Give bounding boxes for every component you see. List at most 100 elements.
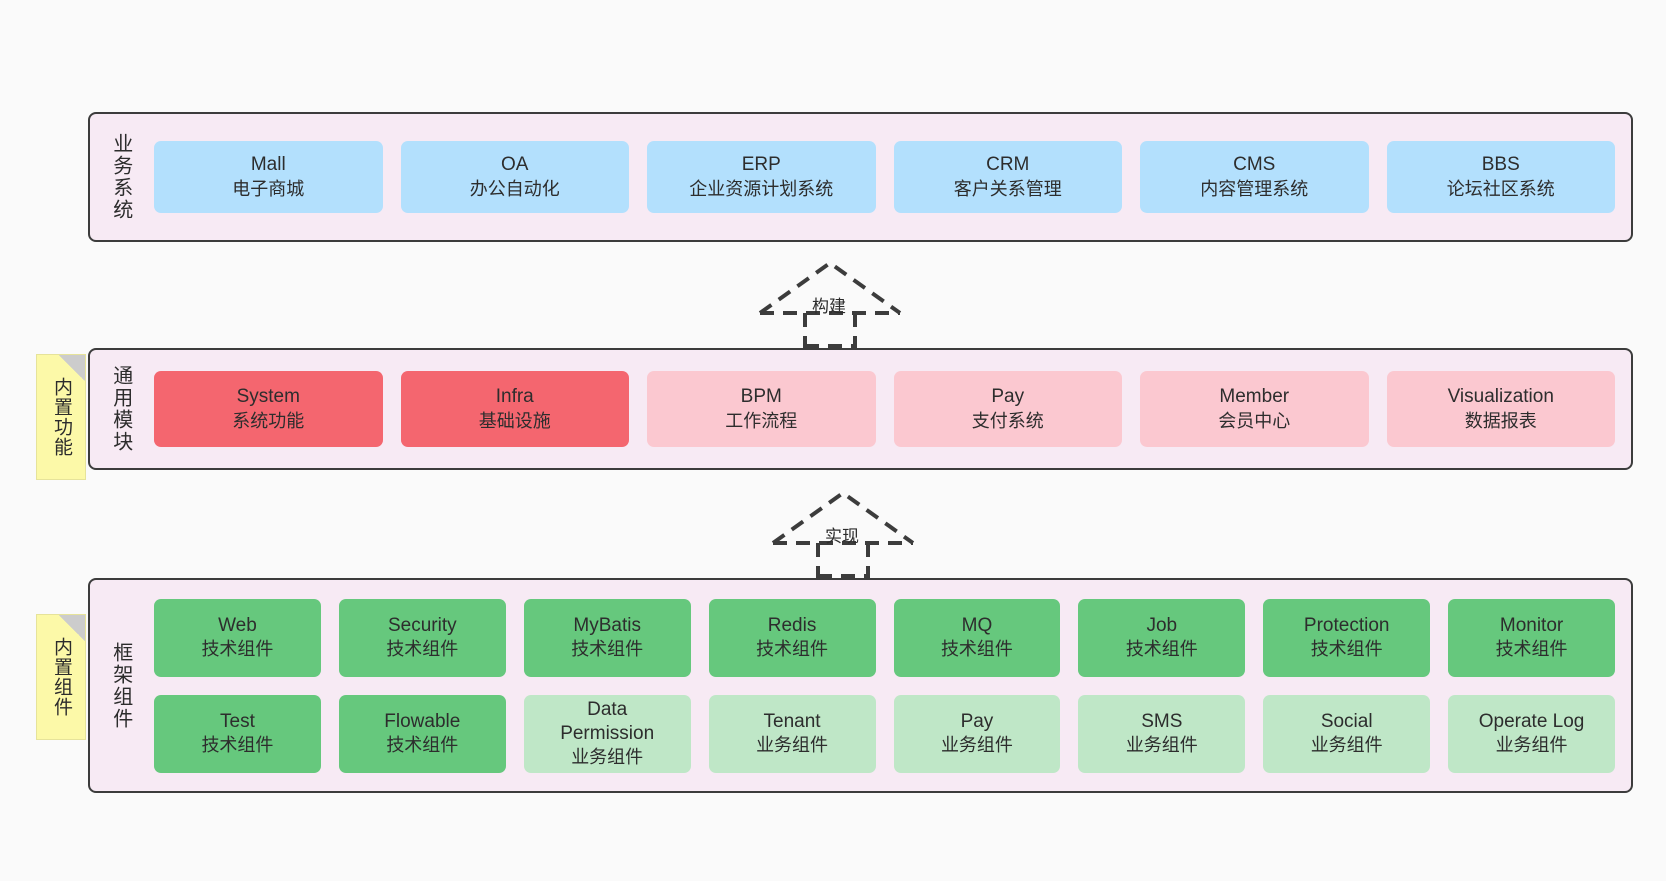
layer-business-system: 业务系统 Mall 电子商城 OA 办公自动化 ERP 企业资源计划系统 CRM… (88, 112, 1633, 242)
node-crm[interactable]: CRM 客户关系管理 (893, 141, 1122, 213)
node-sms-subtitle: 业务组件 (1125, 735, 1198, 756)
node-operate-log-title: Operate Log (1478, 710, 1585, 732)
node-oa-subtitle: 办公自动化 (469, 178, 560, 199)
layer-framework-component-body: Web 技术组件 Security 技术组件 MyBatis 技术组件 Redi… (140, 580, 1631, 791)
node-mybatis[interactable]: MyBatis 技术组件 (523, 598, 691, 677)
node-flowable[interactable]: Flowable 技术组件 (338, 694, 506, 773)
node-flowable-subtitle: 技术组件 (386, 735, 459, 756)
node-test[interactable]: Test 技术组件 (154, 694, 321, 773)
node-pay-module[interactable]: Pay 支付系统 (893, 371, 1122, 447)
node-visualization[interactable]: Visualization 数据报表 (1386, 371, 1615, 447)
node-infra-subtitle: 基础设施 (478, 410, 551, 431)
node-test-subtitle: 技术组件 (201, 735, 274, 756)
node-test-title: Test (220, 710, 255, 732)
node-cms[interactable]: CMS 内容管理系统 (1140, 141, 1369, 213)
layer-framework-row-business: Test 技术组件 Flowable 技术组件 Data Permission … (154, 694, 1615, 773)
node-pay-component[interactable]: Pay 业务组件 (893, 694, 1061, 773)
node-bpm-title: BPM (740, 386, 782, 408)
node-mq-subtitle: 技术组件 (940, 639, 1013, 660)
node-member[interactable]: Member 会员中心 (1140, 371, 1369, 447)
node-mybatis-subtitle: 技术组件 (571, 639, 644, 660)
node-data-permission-title: Data Permission (560, 698, 655, 744)
node-cms-subtitle: 内容管理系统 (1200, 178, 1309, 199)
node-sms[interactable]: SMS 业务组件 (1078, 694, 1246, 773)
connector-build: 构建 (755, 258, 905, 348)
note-built-in-function-label: 内置功能 (51, 377, 73, 457)
note-built-in-function: 内置功能 (36, 354, 86, 480)
node-pay-component-subtitle: 业务组件 (940, 735, 1013, 756)
node-visualization-subtitle: 数据报表 (1464, 410, 1537, 431)
layer-business-system-label: 业务系统 (109, 133, 132, 221)
node-security-title: Security (387, 614, 457, 636)
node-infra-title: Infra (495, 386, 534, 408)
node-tenant[interactable]: Tenant 业务组件 (708, 694, 876, 773)
node-system-title: System (236, 386, 300, 408)
node-tenant-title: Tenant (763, 710, 821, 732)
node-operate-log[interactable]: Operate Log 业务组件 (1448, 694, 1615, 773)
node-flowable-title: Flowable (384, 710, 461, 732)
node-job-subtitle: 技术组件 (1125, 639, 1198, 660)
node-job[interactable]: Job 技术组件 (1078, 598, 1246, 677)
node-bbs-title: BBS (1481, 154, 1520, 176)
node-bpm[interactable]: BPM 工作流程 (647, 371, 876, 447)
layer-business-system-body: Mall 电子商城 OA 办公自动化 ERP 企业资源计划系统 CRM 客户关系… (140, 114, 1631, 240)
node-redis[interactable]: Redis 技术组件 (708, 598, 876, 677)
layer-framework-row-tech: Web 技术组件 Security 技术组件 MyBatis 技术组件 Redi… (154, 598, 1615, 677)
node-mall[interactable]: Mall 电子商城 (154, 141, 383, 213)
node-data-permission[interactable]: Data Permission 业务组件 (523, 694, 691, 773)
node-job-title: Job (1146, 614, 1178, 636)
node-erp[interactable]: ERP 企业资源计划系统 (647, 141, 876, 213)
node-security-subtitle: 技术组件 (386, 639, 459, 660)
node-member-subtitle: 会员中心 (1218, 410, 1291, 431)
node-oa[interactable]: OA 办公自动化 (400, 141, 629, 213)
node-monitor[interactable]: Monitor 技术组件 (1448, 598, 1615, 677)
node-social[interactable]: Social 业务组件 (1263, 694, 1431, 773)
node-crm-title: CRM (986, 154, 1030, 176)
node-web-subtitle: 技术组件 (201, 639, 274, 660)
node-erp-subtitle: 企业资源计划系统 (689, 178, 834, 199)
node-monitor-title: Monitor (1499, 614, 1564, 636)
node-operate-log-subtitle: 业务组件 (1495, 735, 1568, 756)
node-pay-component-title: Pay (960, 710, 994, 732)
node-bbs-subtitle: 论坛社区系统 (1446, 178, 1555, 199)
node-mq-title: MQ (961, 614, 993, 636)
node-mq[interactable]: MQ 技术组件 (893, 598, 1061, 677)
layer-business-row: Mall 电子商城 OA 办公自动化 ERP 企业资源计划系统 CRM 客户关系… (154, 141, 1615, 213)
node-system[interactable]: System 系统功能 (154, 371, 383, 447)
node-mybatis-title: MyBatis (573, 614, 641, 636)
node-protection[interactable]: Protection 技术组件 (1263, 598, 1431, 677)
node-crm-subtitle: 客户关系管理 (953, 178, 1062, 199)
node-pay-module-subtitle: 支付系统 (971, 410, 1044, 431)
node-protection-title: Protection (1303, 614, 1390, 636)
note-built-in-component-label: 内置组件 (51, 637, 73, 717)
node-security[interactable]: Security 技术组件 (338, 598, 506, 677)
node-oa-title: OA (501, 154, 529, 176)
layer-common-module-body: System 系统功能 Infra 基础设施 BPM 工作流程 Pay 支付系统… (140, 350, 1631, 468)
node-infra[interactable]: Infra 基础设施 (400, 371, 629, 447)
node-sms-title: SMS (1141, 710, 1183, 732)
layer-framework-component: 框架组件 Web 技术组件 Security 技术组件 MyBatis 技术组件… (88, 578, 1633, 793)
connector-implement-label: 实现 (825, 527, 859, 546)
node-social-subtitle: 业务组件 (1310, 735, 1383, 756)
node-web-title: Web (218, 614, 257, 636)
node-member-title: Member (1219, 386, 1290, 408)
node-redis-subtitle: 技术组件 (756, 639, 829, 660)
node-bpm-subtitle: 工作流程 (725, 410, 798, 431)
note-fold-corner-icon (59, 355, 85, 381)
node-visualization-title: Visualization (1447, 386, 1554, 408)
layer-common-module-label: 通用模块 (109, 365, 132, 453)
node-redis-title: Redis (767, 614, 817, 636)
node-web[interactable]: Web 技术组件 (154, 598, 321, 677)
node-protection-subtitle: 技术组件 (1310, 639, 1383, 660)
node-mall-title: Mall (250, 154, 286, 176)
node-system-subtitle: 系统功能 (232, 410, 305, 431)
node-erp-title: ERP (741, 154, 781, 176)
node-pay-module-title: Pay (991, 386, 1025, 408)
connector-build-label: 构建 (812, 297, 846, 316)
layer-common-module: 通用模块 System 系统功能 Infra 基础设施 BPM 工作流程 Pay… (88, 348, 1633, 470)
node-bbs[interactable]: BBS 论坛社区系统 (1386, 141, 1615, 213)
node-mall-subtitle: 电子商城 (232, 178, 305, 199)
layer-common-row: System 系统功能 Infra 基础设施 BPM 工作流程 Pay 支付系统… (154, 371, 1615, 447)
node-social-title: Social (1320, 710, 1373, 732)
